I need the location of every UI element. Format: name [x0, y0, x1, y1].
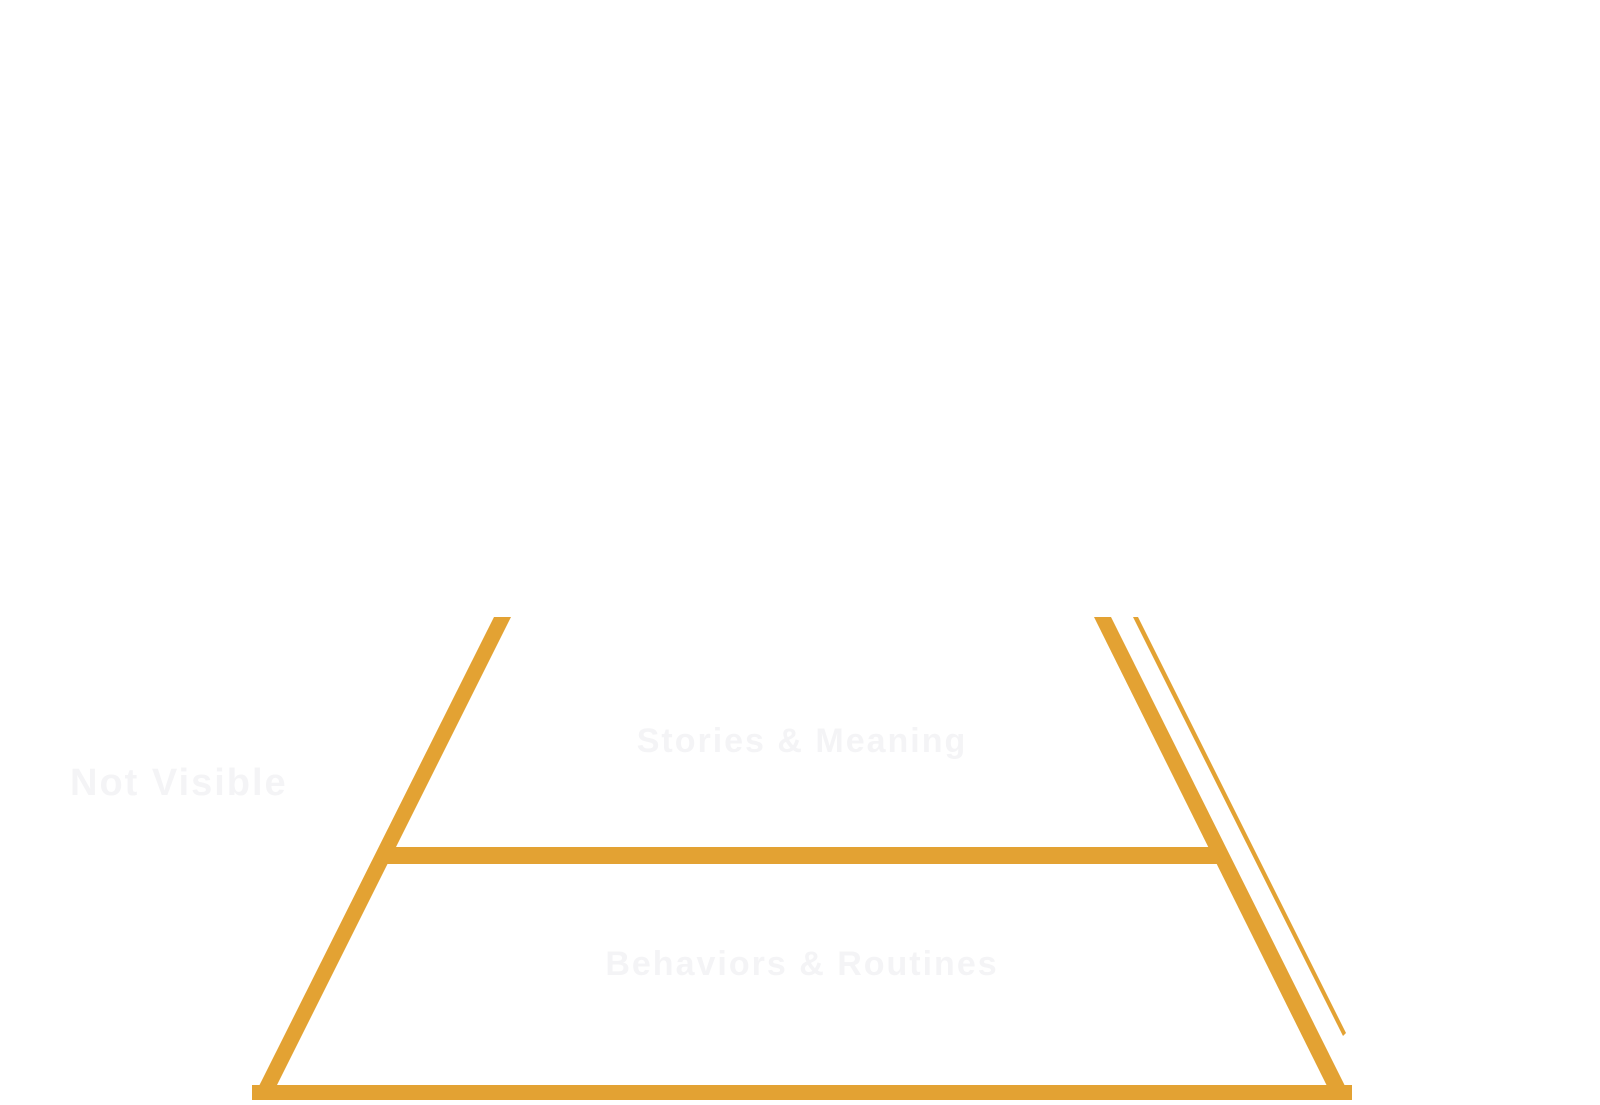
- level-divider: [379, 847, 1223, 864]
- side-label-not-visible: Not Visible: [70, 762, 288, 804]
- trapezoid-left-edge: [252, 617, 511, 1100]
- trapezoid-base: [252, 1085, 1352, 1100]
- trapezoid-right-edge: [1094, 617, 1352, 1100]
- side-indicator-line: [1133, 617, 1346, 1036]
- level-label-behaviors: Behaviors & Routines: [605, 945, 998, 983]
- level-label-stories: Stories & Meaning: [637, 722, 968, 760]
